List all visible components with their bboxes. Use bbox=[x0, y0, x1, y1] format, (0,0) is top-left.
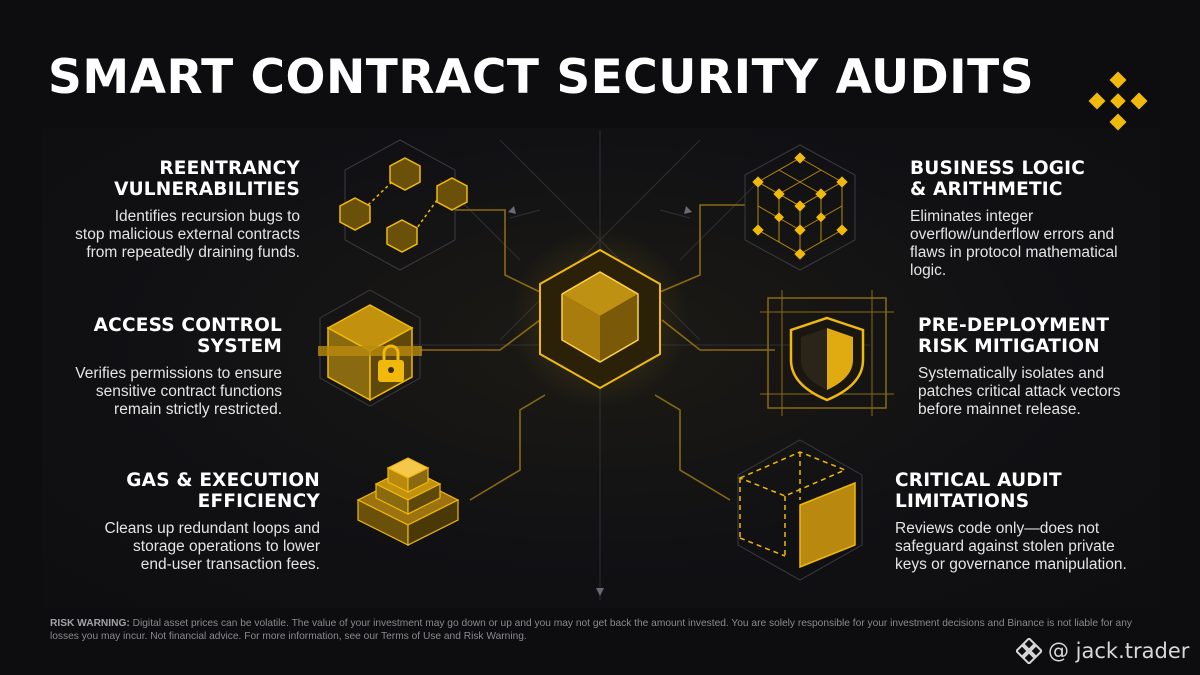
binance-square-icon bbox=[1016, 638, 1042, 664]
wireframe-cube-icon bbox=[737, 439, 863, 581]
feature-description: Identifies recursion bugs to stop malici… bbox=[75, 208, 300, 261]
feature-title: GAS & EXECUTION EFFICIENCY bbox=[126, 470, 320, 512]
central-cube-icon bbox=[510, 228, 690, 408]
linked-cubes-icon bbox=[339, 139, 468, 271]
feature-description: Reviews code only—does not safeguard aga… bbox=[895, 520, 1127, 573]
locked-cube-icon bbox=[318, 289, 422, 407]
handle-text: @ jack.trader bbox=[1048, 639, 1190, 663]
feature-title: ACCESS CONTROL SYSTEM bbox=[93, 315, 282, 357]
feature-description: Eliminates integer overflow/underflow er… bbox=[910, 208, 1118, 279]
risk-warning: RISK WARNING: Digital asset prices can b… bbox=[50, 617, 1160, 643]
feature-title: REENTRANCY VULNERABILITIES bbox=[114, 158, 300, 200]
feature-pre-deployment: PRE-DEPLOYMENT RISK MITIGATION Systemati… bbox=[918, 315, 1158, 419]
feature-description: Verifies permissions to ensure sensitive… bbox=[75, 365, 282, 418]
feature-title: CRITICAL AUDIT LIMITATIONS bbox=[895, 470, 1062, 512]
feature-gas-efficiency: GAS & EXECUTION EFFICIENCY Cleans up red… bbox=[80, 470, 320, 574]
feature-audit-limitations: CRITICAL AUDIT LIMITATIONS Reviews code … bbox=[895, 470, 1160, 574]
feature-description: Systematically isolates and patches crit… bbox=[918, 365, 1121, 418]
page-title: SMART CONTRACT SECURITY AUDITS bbox=[48, 50, 1035, 105]
feature-description: Cleans up redundant loops and storage op… bbox=[104, 520, 320, 573]
feature-access-control: ACCESS CONTROL SYSTEM Verifies permissio… bbox=[40, 315, 282, 419]
lattice-cube-icon bbox=[744, 144, 856, 271]
feature-title: BUSINESS LOGIC & ARITHMETIC bbox=[910, 158, 1086, 200]
stacked-layers-icon bbox=[356, 457, 460, 546]
feature-reentrancy: REENTRANCY VULNERABILITIES Identifies re… bbox=[60, 158, 300, 262]
risk-warning-label: RISK WARNING: bbox=[50, 618, 130, 629]
decor-arrows bbox=[508, 206, 692, 596]
binance-logo-icon bbox=[1088, 71, 1148, 131]
feature-title: PRE-DEPLOYMENT RISK MITIGATION bbox=[918, 315, 1110, 357]
shield-icon bbox=[760, 290, 894, 416]
author-handle[interactable]: @ jack.trader bbox=[1016, 636, 1189, 666]
risk-warning-text: Digital asset prices can be volatile. Th… bbox=[50, 618, 1132, 642]
feature-business-logic: BUSINESS LOGIC & ARITHMETIC Eliminates i… bbox=[910, 158, 1160, 280]
